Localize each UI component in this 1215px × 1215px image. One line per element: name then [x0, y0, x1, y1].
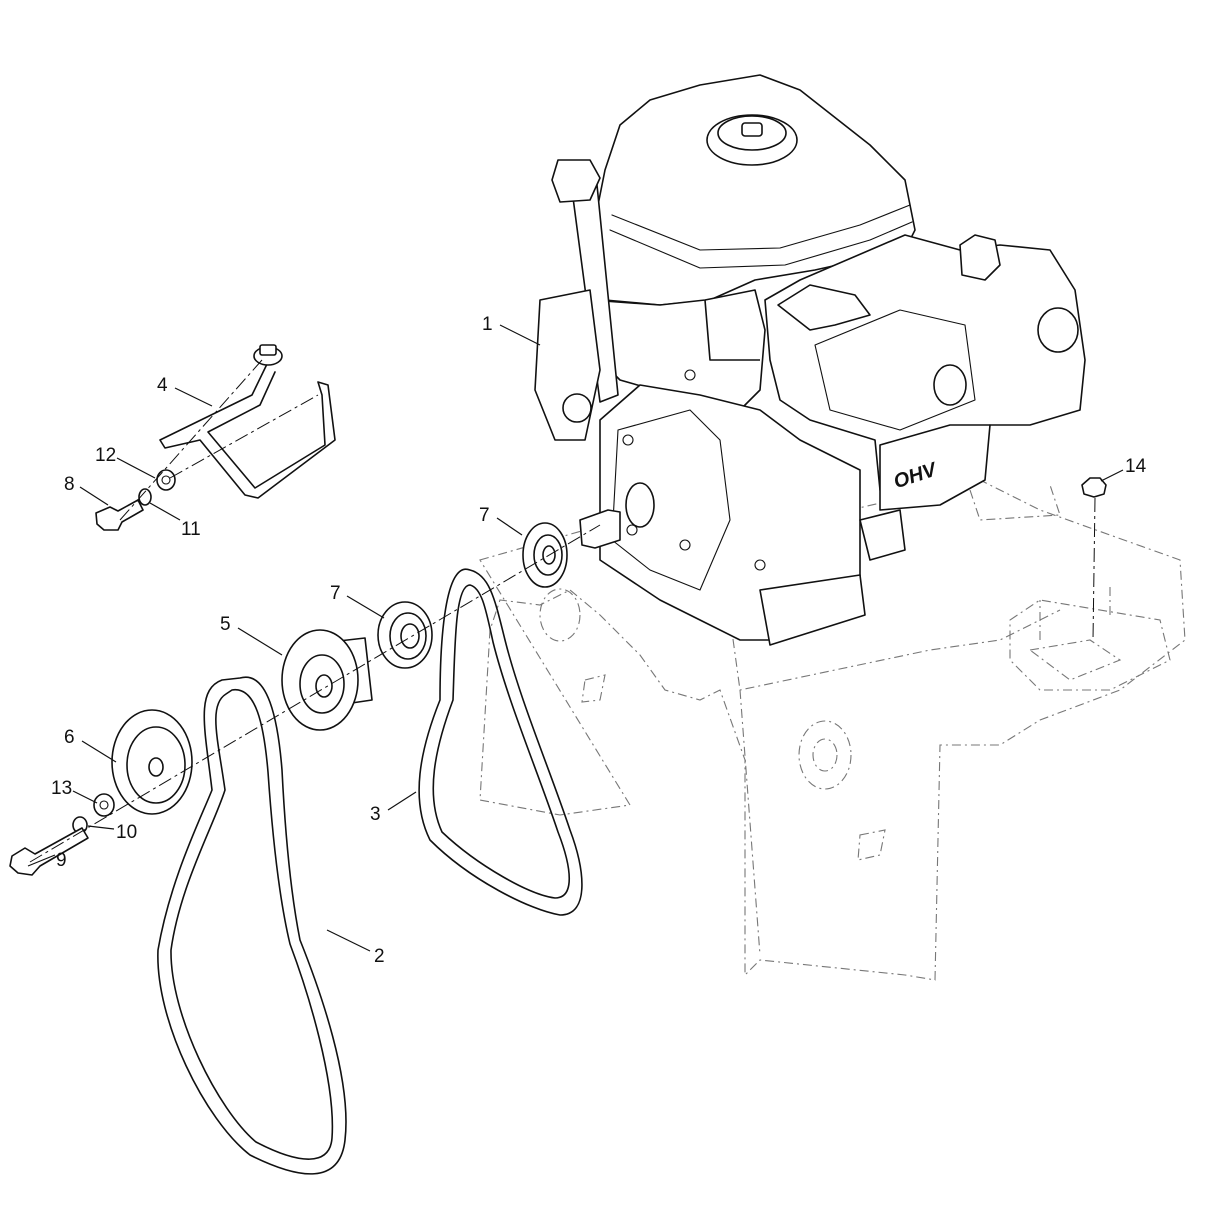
part-6-pulley	[111, 709, 193, 815]
callout-10: 10	[116, 822, 137, 843]
frame-housing-phantom	[479, 479, 1186, 981]
washer-12	[156, 469, 176, 491]
part-7-upper-pulley	[522, 522, 568, 588]
callout-5: 5	[220, 614, 231, 635]
callout-11: 11	[181, 519, 201, 540]
part-2-belt	[157, 676, 347, 1175]
callout-13: 13	[51, 778, 72, 799]
lock-washer-11	[138, 488, 152, 506]
flange-nut-14	[1081, 477, 1107, 498]
assembly-axes	[29, 359, 1096, 863]
callout-2: 2	[374, 946, 385, 967]
callout-8: 8	[64, 474, 75, 495]
callout-6: 6	[64, 727, 75, 748]
callout-7-lower: 7	[330, 583, 341, 604]
part-5-pulley	[281, 629, 373, 731]
callout-7-upper: 7	[479, 505, 490, 526]
callout-14: 14	[1125, 456, 1147, 477]
washer-13	[93, 793, 115, 817]
callout-4: 4	[157, 375, 168, 396]
callout-1: 1	[482, 314, 493, 335]
part-7-lower-pulley	[377, 601, 433, 669]
callout-9: 9	[56, 850, 67, 871]
callout-12: 12	[95, 445, 116, 466]
bolt-8	[95, 499, 144, 531]
part-3-belt	[418, 568, 583, 916]
engine: OHV	[534, 74, 1086, 646]
callouts: 1 2 3 4 5 6 7 7 8 9 10 11 12 13 14	[51, 314, 1147, 967]
callout-leaders	[27, 324, 1124, 952]
part-4-belt-guide	[159, 344, 336, 499]
callout-3: 3	[370, 804, 381, 825]
